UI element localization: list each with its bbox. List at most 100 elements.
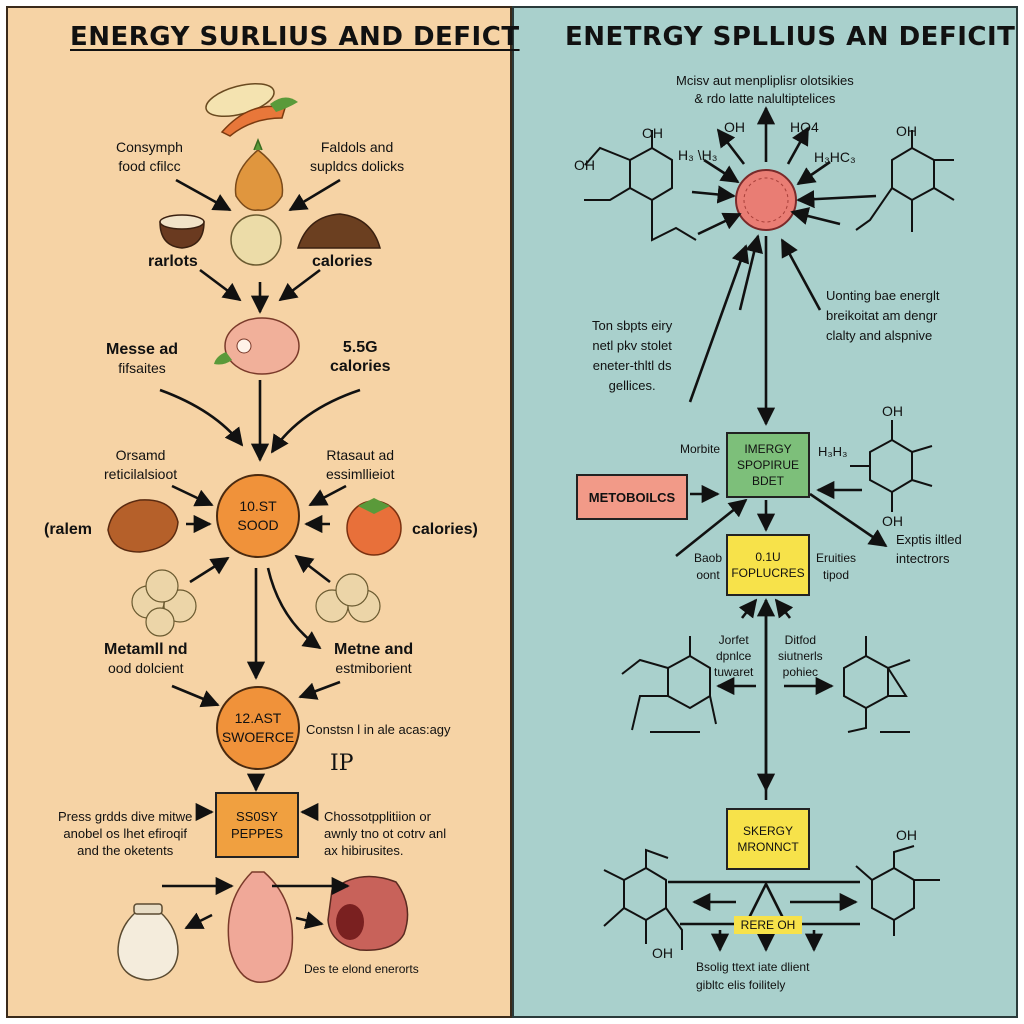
- text-line: Chossotpplitiion or: [324, 809, 431, 824]
- potato-illustration: [230, 214, 282, 266]
- label-left-note: Ton sbpts eiry netl pkv stolet eneter-th…: [592, 316, 672, 396]
- right-node-energy-box: IMERGY SPOPIRUE BDET: [726, 432, 810, 498]
- text-line: & rdo latte nalultiptelices: [694, 91, 836, 106]
- text-line: ax hibirusites.: [324, 843, 404, 858]
- node-line: SPOPIRUE: [736, 458, 799, 472]
- radish-illustration: [214, 317, 300, 375]
- label-expls: Exptis iltled intectrors: [896, 530, 962, 568]
- label-jorfet: Jorfet dpnlce tuwaret: [714, 632, 753, 680]
- text-line: Metamll nd: [104, 641, 188, 658]
- text-line: tuwaret: [714, 665, 754, 679]
- text-line: reticilalsioot: [104, 466, 178, 482]
- text-line: gellices.: [608, 378, 656, 393]
- label-oh-bottom-left: OH: [652, 945, 673, 961]
- onion-illustration: [234, 137, 284, 211]
- text-line: fifsaites: [118, 360, 166, 376]
- right-node-metabolics-box: METOBOILCS: [576, 474, 688, 520]
- node-line: MRONNCT: [737, 840, 799, 854]
- label-ditfod: Ditfod siutnerls pohiec: [778, 632, 823, 680]
- label-ho4: HO4: [790, 119, 819, 135]
- text-line: ood dolcient: [108, 660, 184, 676]
- label-constent: Constsn l in ale acas:agy: [306, 722, 451, 737]
- label-ip: IP: [330, 751, 354, 776]
- text-line: intectrors: [896, 551, 950, 566]
- meat-pile-illustration: [296, 213, 381, 249]
- label-baob: Baob oont: [694, 550, 722, 584]
- label-morbite: Morbite: [680, 442, 721, 456]
- label-messe: Messe ad fifsaites: [106, 340, 178, 378]
- text-line: oont: [696, 568, 720, 582]
- text-line: awnly tno ot cotrv anl: [324, 826, 447, 841]
- label-oh-mid: OH: [882, 403, 903, 419]
- text-line: anobel os lhet efiroqif: [63, 826, 187, 841]
- label-deste: Des te elond enerorts: [304, 962, 419, 976]
- text-line: food cfilcc: [118, 158, 181, 174]
- label-ralem: (ralem: [44, 521, 93, 538]
- text-line: Ditfod: [784, 633, 817, 647]
- jar-illustration: [117, 903, 179, 981]
- text-line: Consymph: [116, 139, 183, 155]
- stomach-organ-illustration: [227, 871, 294, 983]
- right-node-bottom-label: RERE OH: [734, 916, 802, 934]
- label-kcal: 5.5G calories: [330, 338, 390, 376]
- text-line: Eruities: [816, 551, 857, 565]
- text-line: Ton sbpts eiry: [592, 318, 673, 333]
- label-oh-top: OH: [724, 119, 745, 135]
- label-orsamd: Orsamd reticilalsioot: [104, 446, 177, 484]
- node-line: RERE OH: [740, 917, 796, 932]
- text-line: siutnerls: [778, 649, 823, 663]
- text-line: clalty and alspnive: [826, 328, 933, 343]
- right-node-yellow-box: 0.1U FOPLUCRES: [726, 534, 810, 596]
- text-line: Baob: [694, 551, 723, 565]
- eggs-right-illustration: [315, 573, 381, 623]
- node-line: SS0SY: [236, 809, 278, 824]
- text-line: Messe ad: [106, 341, 179, 358]
- label-hhc: H₃HC₃: [814, 149, 856, 165]
- label-oh-bottom-right: OH: [896, 827, 917, 843]
- right-panel-title: ENETRGY SPLLIUS AN DEFICIT: [565, 22, 1016, 52]
- text-line: essimllieiot: [326, 466, 395, 482]
- text-line: dpnlce: [715, 649, 752, 663]
- food-cluster-top-illustration: [205, 82, 298, 137]
- left-node-box: SS0SY PEPPES: [215, 792, 299, 858]
- label-rtasaut: Rtasaut ad essimllieiot: [326, 446, 394, 484]
- node-line: 12.AST: [234, 710, 282, 726]
- text-line: pohiec: [782, 665, 819, 679]
- node-line: 0.1U: [755, 550, 781, 564]
- left-panel-title: ENERGY SURLIUS AND DEFICT: [70, 22, 520, 52]
- text-line: tipod: [822, 568, 850, 582]
- node-line: SOOD: [237, 517, 279, 533]
- label-faldols: Faldols and supldcs dolicks: [310, 138, 404, 176]
- node-line: FOPLUCRES: [731, 566, 805, 580]
- persimmon-illustration: [346, 498, 402, 556]
- molecule-ring-lowerleft: [667, 654, 711, 710]
- label-eruities: Eruities tipod: [816, 550, 856, 584]
- molecule-ring-topright: [891, 146, 935, 202]
- left-node-circle-1: 10.ST SOOD: [216, 474, 300, 558]
- label-metamlind: Metamll nd ood dolcient: [104, 640, 188, 678]
- text-line: Rtasaut ad: [326, 447, 395, 463]
- text-line: estmiborient: [335, 660, 412, 676]
- text-line: Jorfet: [718, 633, 749, 647]
- label-oh-top-left: OH: [642, 125, 663, 141]
- text-line: Bsolig ttext iate dlient: [696, 960, 810, 974]
- text-line: breikoitat am dengr: [826, 308, 938, 323]
- molecule-ring-bottomleft: [623, 866, 667, 922]
- text-line: netl pkv stolet: [592, 338, 672, 353]
- text-line: Faldols and: [320, 139, 394, 155]
- text-line: Metne and: [334, 641, 414, 658]
- label-rarlots: rarlots: [148, 253, 198, 270]
- label-oh-mid-bottom: OH: [882, 513, 903, 529]
- node-line: METOBOILCS: [588, 489, 676, 505]
- molecule-ring-lowerright: [843, 654, 889, 710]
- text-line: Press grdds dive mitwe: [58, 809, 193, 824]
- text-line: Uonting bae energlt: [826, 288, 940, 303]
- label-press: Press grdds dive mitwe anobel os lhet ef…: [58, 808, 192, 859]
- eggs-left-illustration: [131, 569, 197, 637]
- left-flow-arrows: [159, 178, 361, 930]
- node-line: SKERGY: [742, 824, 793, 838]
- molecule-structures: [584, 130, 955, 950]
